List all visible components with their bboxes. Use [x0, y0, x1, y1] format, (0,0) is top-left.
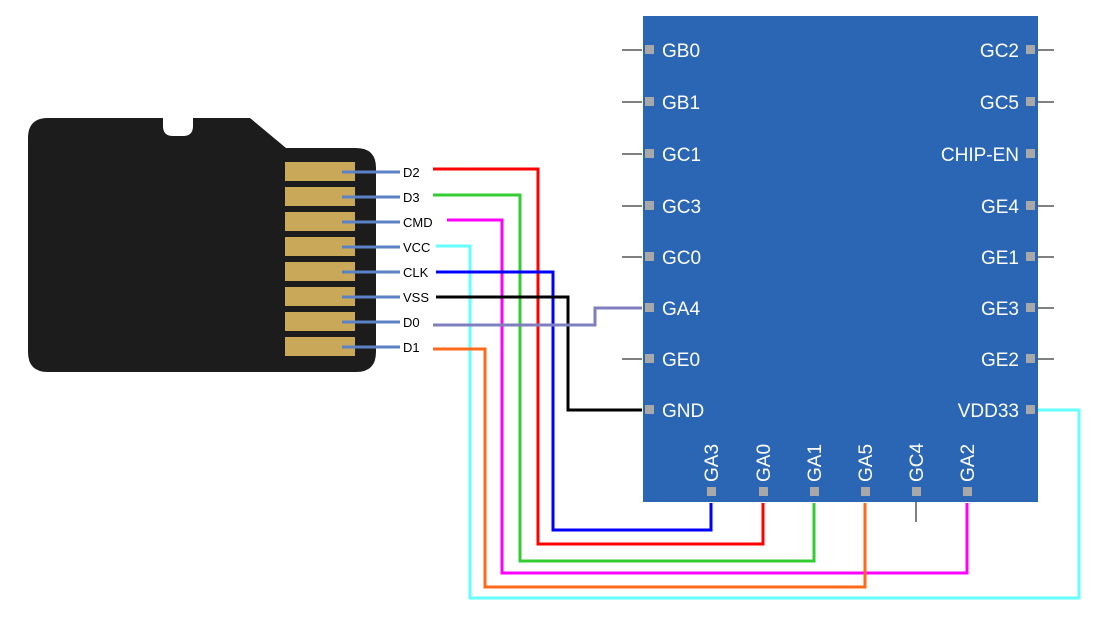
sd-label-d3: D3 [403, 190, 420, 205]
sd-label-clk: CLK [403, 265, 429, 280]
wire-d3-ga1 [433, 193, 816, 563]
wire-vcc-vdd33 [436, 244, 1081, 600]
sd-label-vss: VSS [403, 290, 429, 305]
pin-label-ge3: GE3 [981, 299, 1019, 320]
pin-label-ge1: GE1 [981, 248, 1019, 269]
pin-label-ge0: GE0 [662, 350, 700, 371]
sd-contacts [285, 162, 355, 356]
sd-leads [342, 170, 400, 349]
module-body [643, 16, 1038, 502]
sd-card-body [28, 118, 376, 372]
pin-label-gb1: GB1 [662, 93, 700, 114]
module-bottom-pins: GA3 GA0 GA1 GA5 GC4 GA2 [702, 443, 979, 496]
sd-contact-1 [285, 162, 355, 181]
wire-d0-ga4 [433, 306, 642, 327]
pin-label-ga0: GA0 [754, 444, 775, 482]
module-pin-stubs [622, 49, 1054, 522]
pin-label-ga1: GA1 [805, 444, 826, 482]
sd-label-cmd: CMD [403, 215, 433, 230]
module-right-pins: GC2 GC5 CHIP-EN GE4 GE1 GE3 GE2 VDD33 [941, 41, 1035, 422]
pin-label-vdd33: VDD33 [958, 401, 1019, 422]
module-left-pins: GB0 GB1 GC1 GC3 GC0 GA4 GE0 GND [645, 41, 704, 422]
pin-label-gc5: GC5 [980, 93, 1019, 114]
wire-cmd-ga2 [447, 218, 969, 575]
wires [433, 167, 1081, 600]
wire-d2-ga0 [433, 167, 765, 546]
pin-label-gnd: GND [662, 401, 704, 422]
sd-contact-4 [285, 237, 355, 256]
sd-label-d1: D1 [403, 340, 420, 355]
sd-contact-5 [285, 262, 355, 281]
sd-signal-labels: D2 D3 CMD VCC CLK VSS D0 D1 [403, 165, 433, 355]
sd-contact-7 [285, 312, 355, 331]
pin-label-ga5: GA5 [856, 444, 877, 482]
pin-label-ga2: GA2 [958, 444, 979, 482]
sd-contact-2 [285, 187, 355, 206]
pin-label-gc3: GC3 [662, 197, 701, 218]
wire-vss-gnd [436, 295, 642, 412]
pin-label-chip-en: CHIP-EN [941, 145, 1019, 166]
pin-label-ga3: GA3 [702, 444, 723, 482]
sd-label-vcc: VCC [403, 240, 430, 255]
pin-label-gc2: GC2 [980, 41, 1019, 62]
pin-label-gc4: GC4 [907, 443, 928, 483]
pin-label-gc1: GC1 [662, 145, 701, 166]
sd-contact-8 [285, 337, 355, 356]
sd-contact-6 [285, 287, 355, 306]
wire-clk-ga3 [436, 270, 713, 532]
wire-d1-ga5 [433, 347, 867, 589]
pin-label-gc0: GC0 [662, 248, 701, 269]
pin-label-ge4: GE4 [981, 197, 1019, 218]
sd-label-d2: D2 [403, 165, 420, 180]
pin-label-ge2: GE2 [981, 350, 1019, 371]
sd-label-d0: D0 [403, 315, 420, 330]
pin-label-gb0: GB0 [662, 41, 700, 62]
pin-label-ga4: GA4 [662, 299, 700, 320]
sd-contact-3 [285, 212, 355, 231]
